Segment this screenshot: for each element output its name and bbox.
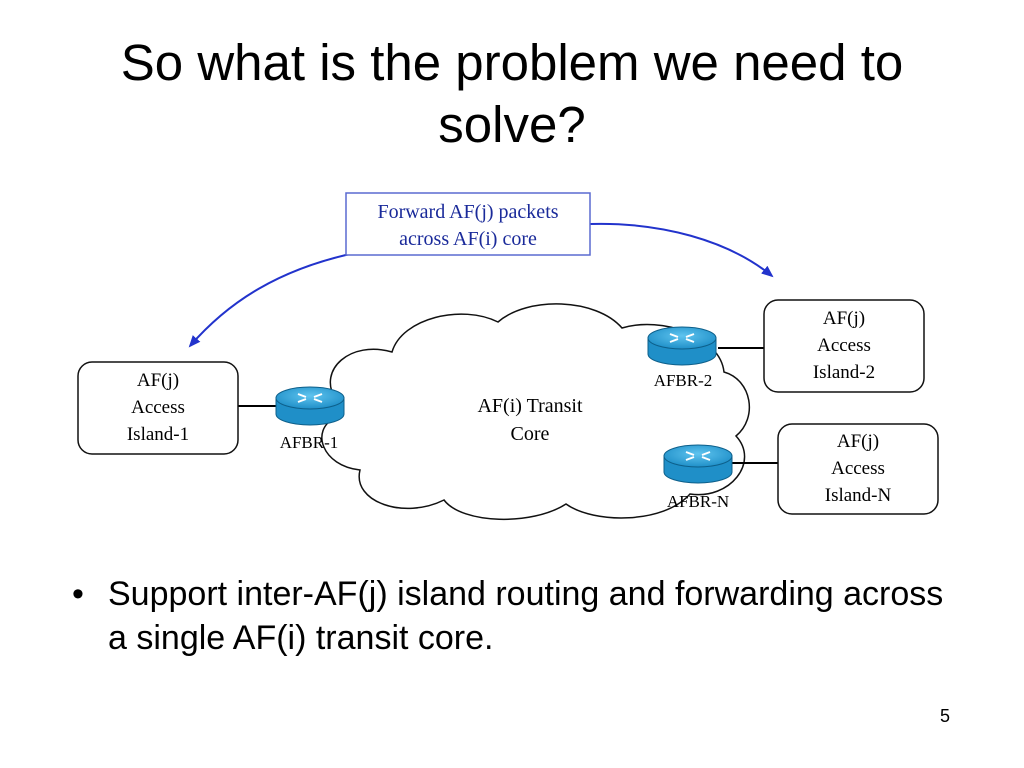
island-n-line3: Island-N xyxy=(825,485,892,506)
island-2-box: AF(j) Access Island-2 xyxy=(763,299,925,393)
island-n-line1: AF(j) xyxy=(837,431,879,452)
arrow-to-island-1 xyxy=(188,253,351,348)
forwarding-callout: Forward AF(j) packets across AF(i) core xyxy=(345,192,591,256)
core-label-line1: AF(i) Transit xyxy=(477,395,582,417)
island-2-line1: AF(j) xyxy=(823,308,865,329)
island-2-line3: Island-2 xyxy=(813,362,875,383)
island-n-box: AF(j) Access Island-N xyxy=(777,423,939,515)
slide-title: So what is the problem we need to solve? xyxy=(120,34,904,153)
island-1-box: AF(j) Access Island-1 xyxy=(77,361,239,455)
island-1-line3: Island-1 xyxy=(127,424,189,445)
router-label-afbr-1: AFBR-1 xyxy=(280,433,339,452)
router-afbr-n: AFBR-N xyxy=(663,444,733,511)
core-label-line2: Core xyxy=(511,423,550,445)
router-icon xyxy=(275,386,345,426)
callout-line2: across AF(i) core xyxy=(399,228,537,250)
router-label-afbr-2: AFBR-2 xyxy=(654,371,713,390)
callout-line1: Forward AF(j) packets xyxy=(377,201,558,223)
transit-core-cloud: AF(i) Transit Core xyxy=(321,303,751,520)
bullet-text: Support inter-AF(j) island routing and f… xyxy=(108,575,944,657)
router-afbr-1: AFBR-1 xyxy=(275,386,345,452)
router-icon xyxy=(647,326,717,366)
island-2-line2: Access xyxy=(817,335,871,356)
bullet-icon: • xyxy=(72,575,84,613)
router-label-afbr-n: AFBR-N xyxy=(667,492,729,511)
router-icon xyxy=(663,444,733,484)
arrow-to-island-2 xyxy=(589,222,774,278)
island-n-line2: Access xyxy=(831,458,885,479)
page-number: 5 xyxy=(940,706,951,726)
island-1-line2: Access xyxy=(131,397,185,418)
island-1-line1: AF(j) xyxy=(137,370,179,391)
router-afbr-2: AFBR-2 xyxy=(647,326,717,390)
